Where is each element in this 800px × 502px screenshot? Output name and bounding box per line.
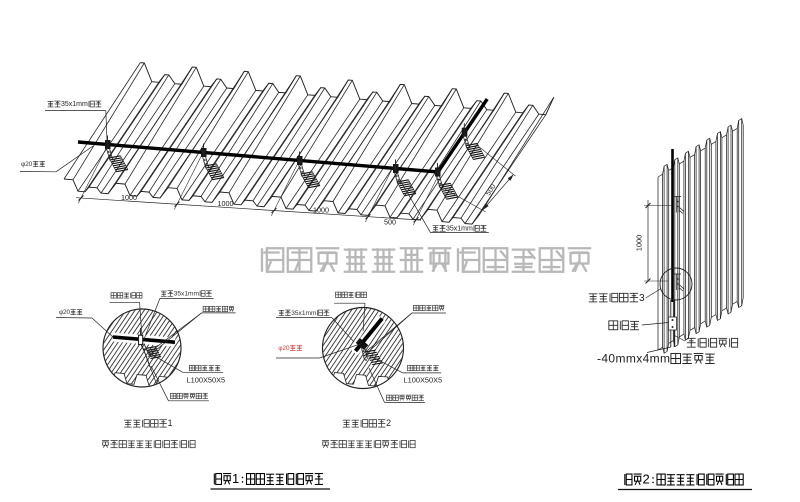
svg-text:35x1mm: 35x1mm xyxy=(291,310,317,317)
svg-text:35x1mm: 35x1mm xyxy=(446,226,473,233)
svg-text:φ20: φ20 xyxy=(21,161,33,168)
svg-text:3: 3 xyxy=(639,293,645,304)
svg-text:1000: 1000 xyxy=(313,205,329,214)
svg-text:1: 1 xyxy=(168,418,173,428)
svg-text:L100X50X5: L100X50X5 xyxy=(404,375,443,384)
svg-text:35x1mm: 35x1mm xyxy=(174,291,200,298)
svg-text:-40mmx4mm: -40mmx4mm xyxy=(597,351,670,365)
svg-text:1000: 1000 xyxy=(635,235,644,251)
svg-text:L100X50X5: L100X50X5 xyxy=(187,375,226,384)
svg-text:φ20: φ20 xyxy=(59,309,70,316)
svg-text:35x1mm: 35x1mm xyxy=(61,101,88,108)
svg-text:1000: 1000 xyxy=(121,193,137,202)
svg-text:φ20: φ20 xyxy=(278,345,290,352)
svg-text:500: 500 xyxy=(384,218,396,227)
svg-text:2: 2 xyxy=(386,418,391,428)
svg-text:2: 2 xyxy=(643,472,650,487)
svg-text:1: 1 xyxy=(232,471,239,486)
svg-text:1000: 1000 xyxy=(218,199,234,208)
